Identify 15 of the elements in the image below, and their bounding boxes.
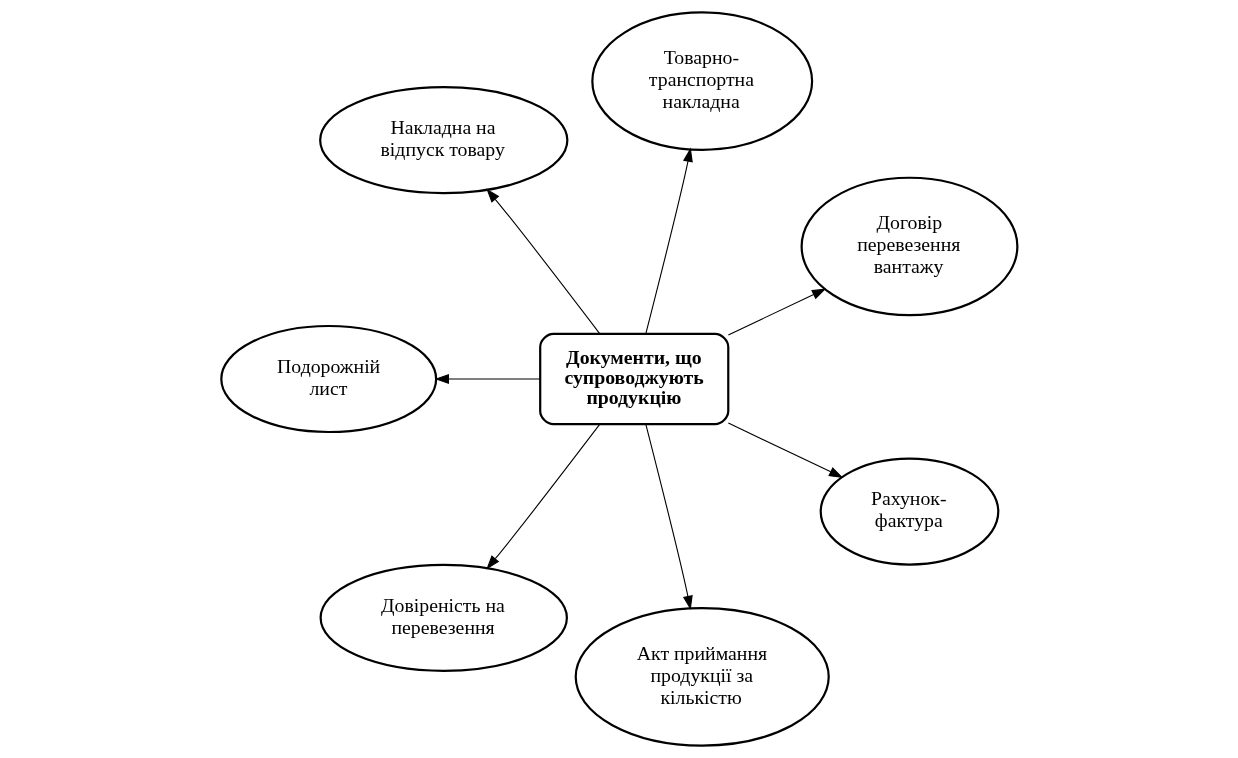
arrow — [644, 423, 693, 611]
arrow — [434, 374, 541, 384]
node-ellipse: Подорожній лист — [219, 324, 437, 434]
node-ellipse: Акт приймання продукції за кількістю — [574, 607, 830, 747]
arrow — [727, 422, 843, 478]
node-box: Документи, що супроводжують продукцію — [538, 332, 729, 426]
node-ellipse: Рахунок-фактура — [819, 457, 999, 566]
arrow — [727, 288, 826, 336]
arrow — [485, 423, 600, 570]
node-ellipse: Договір перевезення вантажу — [800, 176, 1018, 317]
node-ellipse: Накладна на відпуск товару — [318, 86, 568, 195]
arrow — [485, 188, 600, 335]
node-ellipse: Довіреність на перевезення — [319, 563, 568, 672]
node-ellipse: Товарно-транспортна накладна — [590, 11, 813, 151]
arrow — [644, 147, 693, 335]
